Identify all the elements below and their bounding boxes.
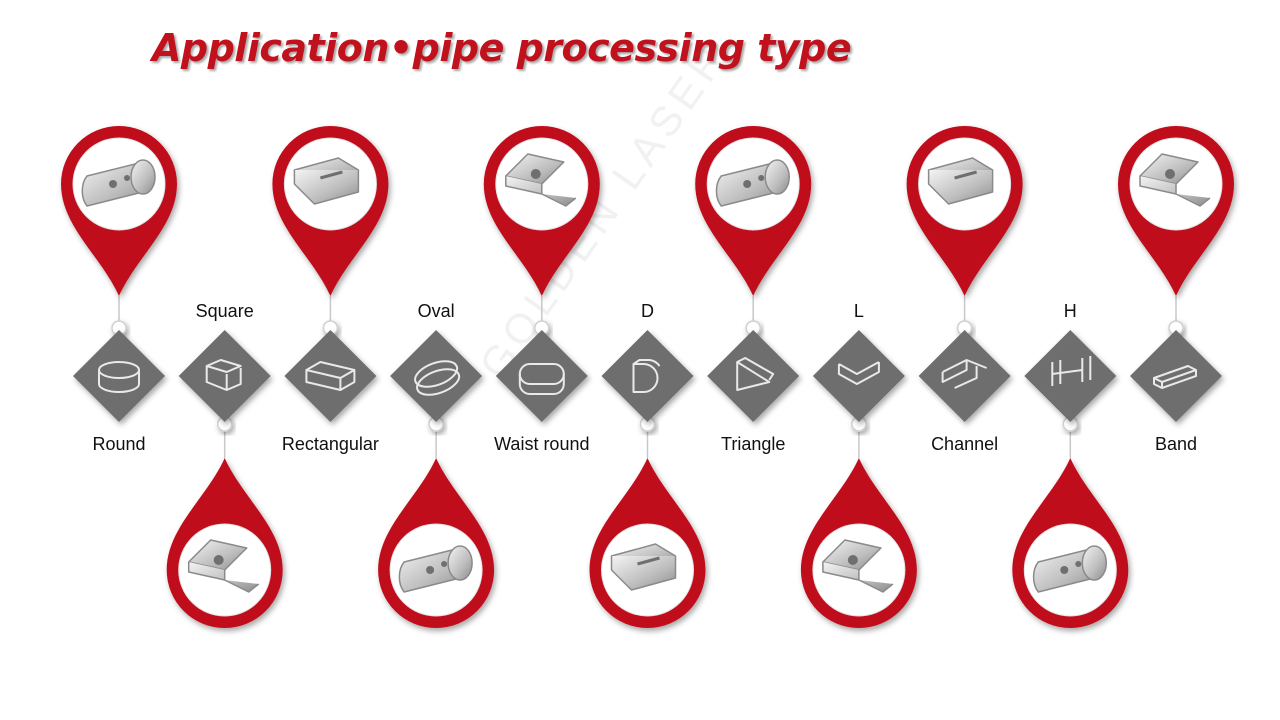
triangle-tube-icon (707, 330, 800, 422)
triangle-tube-part-icon (695, 126, 812, 296)
label-h: H (1063, 301, 1077, 321)
pipe-type-waist-round (483, 126, 600, 422)
label-square: Square (195, 301, 254, 321)
pipe-type-band (1118, 126, 1234, 422)
label-oval: Oval (417, 301, 455, 321)
d-tube-part-icon (589, 458, 706, 628)
label-d: D (641, 301, 654, 321)
waist-round-tube-part-icon (483, 126, 600, 296)
pipe-type-rectangular (272, 126, 389, 422)
d-tube-icon (601, 330, 694, 422)
label-band: Band (1154, 434, 1198, 454)
pipe-type-oval (378, 330, 495, 628)
pipe-type-round (61, 126, 177, 422)
l-angle-icon (812, 330, 905, 422)
label-l: L (853, 301, 864, 321)
label-channel: Channel (931, 434, 999, 454)
l-angle-part-icon (800, 458, 917, 628)
round-tube-part-icon (61, 126, 177, 296)
round-tube-icon (73, 330, 165, 422)
pipe-type-triangle (695, 126, 812, 422)
rectangular-tube-icon (284, 330, 377, 422)
label-round: Round (92, 434, 146, 454)
channel-icon (918, 330, 1011, 422)
oval-tube-part-icon (378, 458, 495, 628)
pipe-type-d (589, 330, 706, 628)
waist-round-tube-icon (495, 330, 588, 422)
square-tube-icon (178, 330, 271, 422)
band-part-icon (1118, 126, 1234, 296)
label-triangle: Triangle (721, 434, 786, 454)
channel-part-icon (906, 126, 1023, 296)
label-rectangular: Rectangular (281, 434, 379, 454)
oval-tube-icon (390, 330, 483, 422)
band-icon (1130, 330, 1222, 422)
pipe-type-square (166, 330, 283, 629)
page-title: Application•pipe processing type (152, 26, 852, 70)
rectangular-tube-part-icon (272, 126, 389, 296)
label-waist-round: Waist round (494, 434, 590, 454)
square-tube-part-icon (166, 458, 283, 629)
pipe-type-h (1012, 330, 1129, 629)
h-beam-part-icon (1012, 458, 1129, 629)
pipe-type-channel (906, 126, 1023, 422)
h-beam-icon (1024, 330, 1117, 422)
pipe-type-l (800, 330, 917, 628)
